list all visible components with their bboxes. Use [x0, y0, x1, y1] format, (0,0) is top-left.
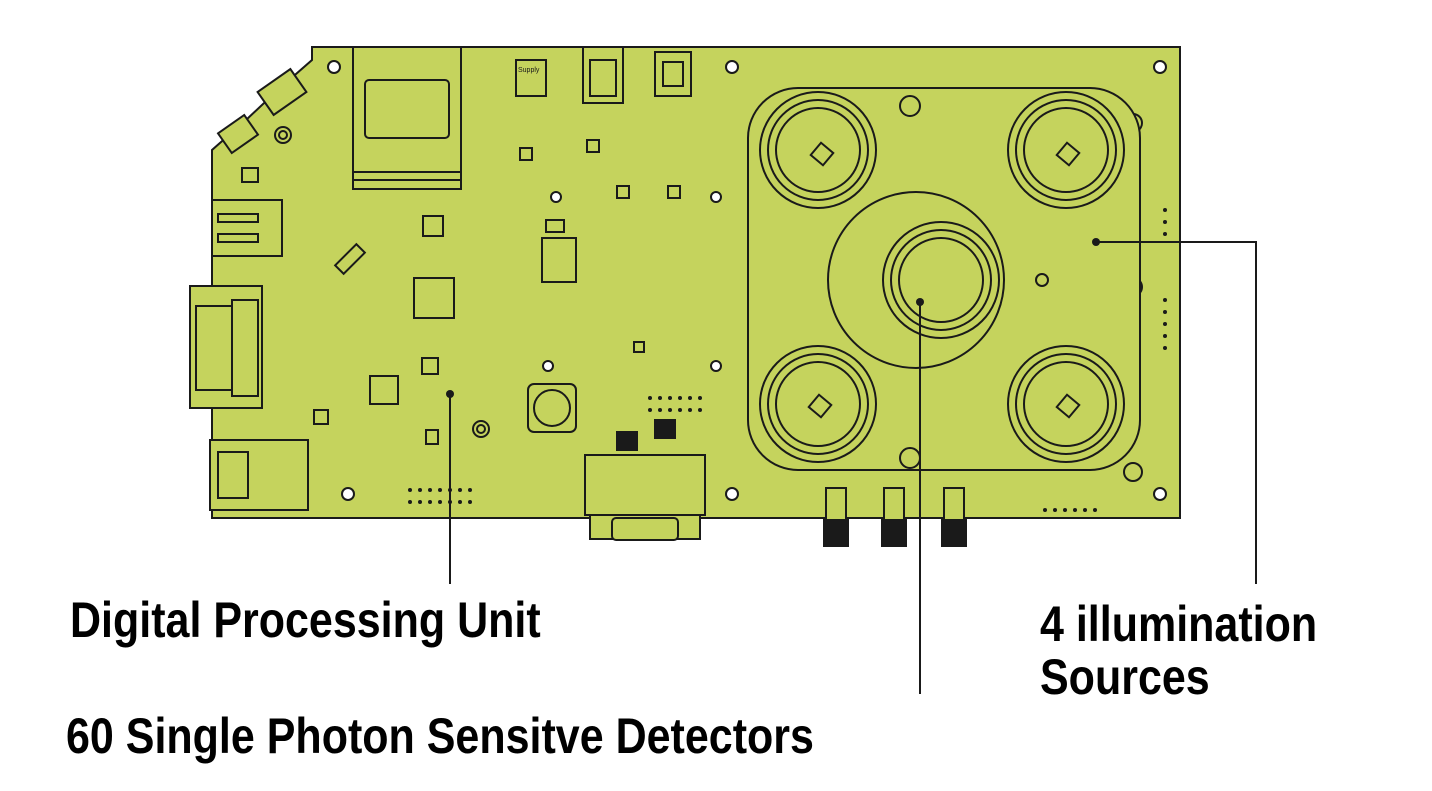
micro-usb-connector-2	[216, 113, 260, 155]
main-processor-chip	[413, 277, 455, 319]
leader-lines	[449, 241, 1257, 694]
top-switch	[654, 51, 692, 97]
board-marking: Supply	[518, 67, 540, 74]
illumination-source-bottom-right	[1007, 345, 1125, 463]
illumination-source-top-right	[1007, 91, 1125, 209]
illumination-source-top-left	[759, 91, 877, 209]
vga-connector	[584, 454, 706, 516]
callout-digital-processing-unit: Digital Processing Unit	[70, 592, 541, 648]
callout-illumination-line2: Sources	[1040, 648, 1210, 705]
illumination-source-bottom-left	[759, 345, 877, 463]
ethernet-jack	[209, 439, 309, 511]
usb-a-port	[211, 199, 283, 257]
sd-card-inner	[364, 79, 450, 139]
sma-connectors	[823, 487, 967, 547]
callout-illumination-line1: 4 illumination	[1040, 596, 1318, 652]
micro-usb-connector-1	[256, 67, 308, 117]
leader-illumination	[1096, 241, 1257, 584]
callout-detectors: 60 Single Photon Sensitve Detectors	[66, 708, 814, 764]
callout-illumination-sources: 4 illumination Sources	[1040, 598, 1401, 703]
